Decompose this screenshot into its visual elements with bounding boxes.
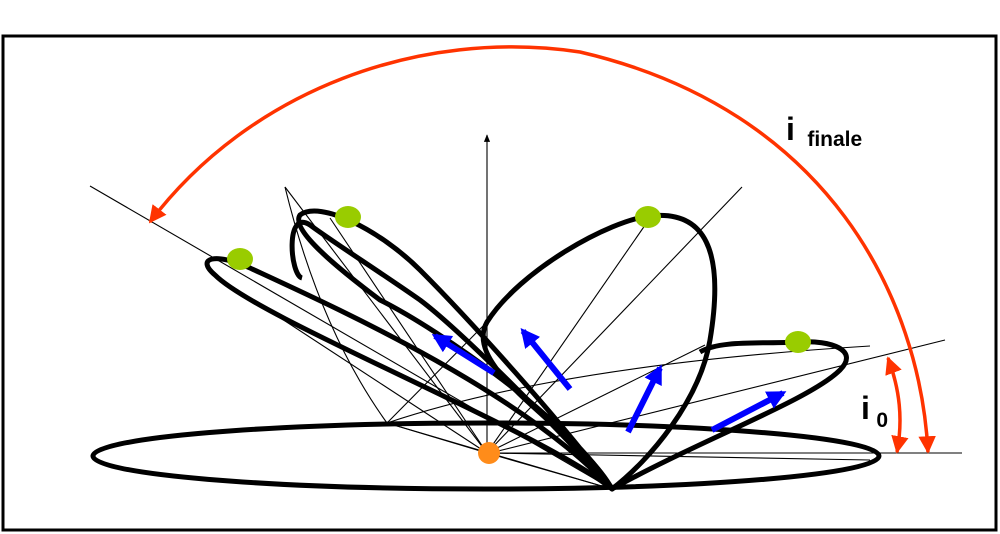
planet-4	[785, 331, 811, 353]
angle-arrows	[148, 45, 936, 454]
angle-arrow-i-final	[148, 45, 936, 454]
line-chord-7	[486, 344, 706, 454]
velocity-arrow-2	[520, 328, 573, 391]
planet-2	[335, 206, 361, 228]
line-chord-6	[486, 217, 651, 454]
planets	[227, 206, 811, 353]
velocity-arrows	[431, 328, 787, 434]
orbit-third	[480, 212, 718, 492]
star	[478, 442, 500, 464]
label-i-finale-sub: finale	[807, 128, 862, 151]
angle-arrow-i0	[885, 356, 909, 454]
label-i0-main: i	[861, 390, 870, 426]
planet-1	[227, 248, 253, 270]
planet-3	[635, 206, 661, 228]
velocity-arrow-3	[625, 364, 663, 434]
label-i0-sub: 0	[876, 409, 888, 432]
label-i-finale-main: i	[786, 111, 795, 147]
orbit-second	[289, 219, 614, 491]
velocity-arrow-4	[710, 390, 787, 433]
velocity-arrow-1	[431, 333, 496, 376]
line-chord-9	[486, 452, 613, 490]
label-i-finale: i finale	[786, 111, 862, 151]
orbit-fourth	[610, 339, 849, 492]
label-i0: i 0	[861, 390, 888, 432]
diagram-border	[1, 34, 998, 532]
